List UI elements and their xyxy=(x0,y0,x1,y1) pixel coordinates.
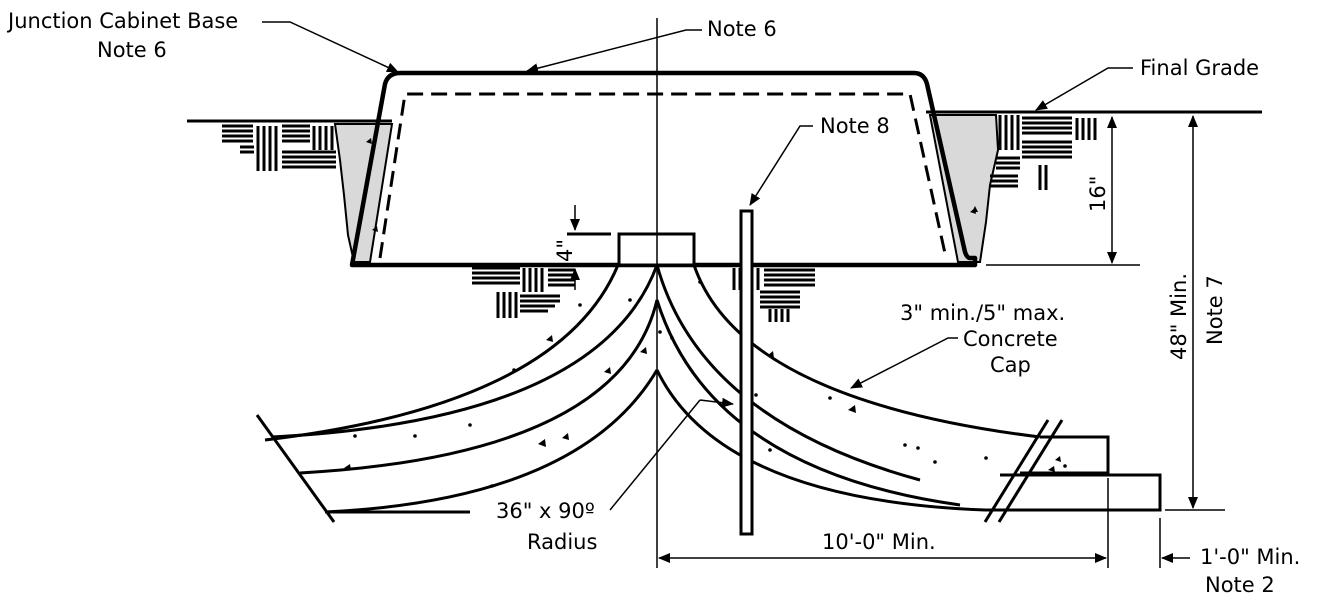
bend-label-line2: Radius xyxy=(527,530,597,554)
note6-label: Note 6 xyxy=(707,17,777,41)
cap-label-line1: 3" min./5" max. xyxy=(900,301,1065,325)
note2-label: Note 2 xyxy=(1205,573,1275,597)
cabinet-base-note-label: Note 6 xyxy=(97,38,167,62)
dim-48in-label: 48" Min. xyxy=(1167,273,1191,360)
note7-label: Note 7 xyxy=(1203,275,1227,345)
final-grade-line xyxy=(187,110,1262,123)
bend-label-line1: 36" x 90º xyxy=(496,499,595,523)
aggregate-marks-cap xyxy=(344,280,1067,488)
break-line-right-a xyxy=(983,419,1050,523)
break-line-left xyxy=(255,414,336,523)
dimension-4in xyxy=(567,205,611,290)
note8-label: Note 8 xyxy=(820,114,890,138)
dim-4in-label: 4" xyxy=(553,239,577,262)
dim-16in-label: 16" xyxy=(1086,176,1110,212)
soil-hatch-lower-left xyxy=(472,266,575,318)
cabinet-base-label: Junction Cabinet Base xyxy=(6,9,238,33)
dimension-16in xyxy=(986,116,1140,266)
break-line-right-b xyxy=(997,419,1064,523)
note8-rod xyxy=(739,209,754,536)
leader-lines xyxy=(262,21,1133,511)
sweep-extension-lower xyxy=(985,473,1162,512)
cabinet-base-outline xyxy=(349,70,978,268)
concrete-backfill-right xyxy=(928,114,1000,263)
dimension-48in xyxy=(1165,115,1225,511)
dim-10ft-label: 10'-0" Min. xyxy=(822,530,936,554)
conduit-sweeps xyxy=(264,264,1041,514)
dim-1ft-label: 1'-0" Min. xyxy=(1200,545,1300,569)
final-grade-label: Final Grade xyxy=(1140,56,1259,80)
sweep-extension-upper xyxy=(1020,435,1110,475)
cap-label-line3: Cap xyxy=(990,353,1031,377)
soil-hatch-upper-left xyxy=(222,124,336,171)
dimension-1ft xyxy=(1159,518,1190,568)
dimension-10ft xyxy=(658,478,1109,568)
soil-hatch-upper-right xyxy=(990,115,1097,190)
cap-label-line2: Concrete xyxy=(963,327,1058,351)
aggregate-marks-backfill xyxy=(366,138,978,232)
